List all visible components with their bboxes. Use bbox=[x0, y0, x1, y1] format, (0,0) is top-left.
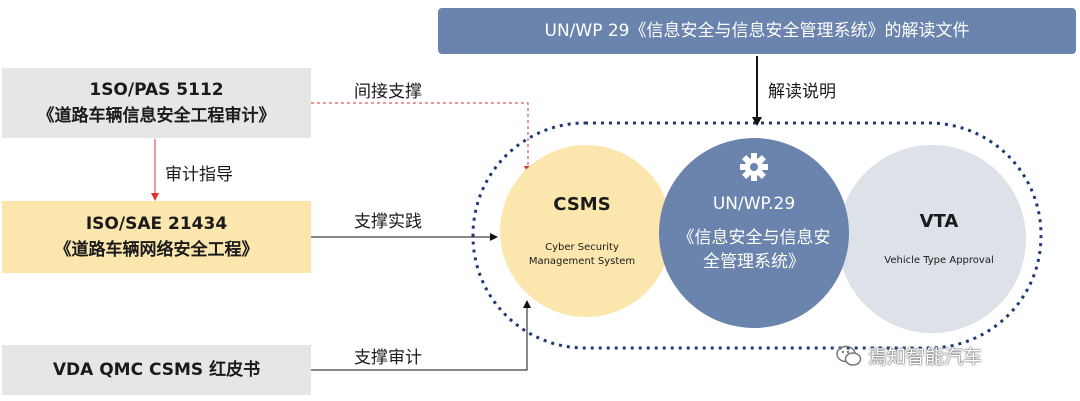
csms-circle: CSMS Cyber Security Management System bbox=[500, 145, 672, 317]
vda-qmc-box: VDA QMC CSMS 红皮书 bbox=[2, 345, 311, 395]
audit-guidance-arrow-head bbox=[151, 193, 159, 201]
vta-title: VTA bbox=[919, 210, 959, 232]
iso-sae-subtitle: 《道路车辆网络安全工程》 bbox=[54, 240, 259, 260]
vta-subtitle: Vehicle Type Approval bbox=[884, 254, 994, 266]
vta-circle: VTA Vehicle Type Approval bbox=[838, 145, 1026, 333]
csms-subtitle: Cyber Security Management System bbox=[528, 241, 636, 267]
watermark-text: 焉知智能汽车 bbox=[868, 346, 983, 368]
support-audit-line bbox=[311, 308, 528, 371]
indirect-support-line bbox=[311, 102, 529, 166]
support-practice-label: 支撑实践 bbox=[354, 212, 422, 232]
unwp-title: UN/WP.29 bbox=[712, 194, 796, 214]
iso-pas-5112-box: 1SO/PAS 5112 《道路车辆信息安全工程审计》 bbox=[2, 68, 311, 138]
csms-title: CSMS bbox=[553, 193, 611, 215]
vda-title: VDA QMC CSMS 红皮书 bbox=[52, 360, 261, 380]
unwp29-interpretation-banner: UN/WP 29《信息安全与信息安全管理系统》的解读文件 bbox=[438, 8, 1076, 54]
scope-container-border bbox=[471, 121, 1043, 350]
iso-sae-21434-box: ISO/SAE 21434 《道路车辆网络安全工程》 bbox=[2, 201, 311, 273]
banner-text: UN/WP 29《信息安全与信息安全管理系统》的解读文件 bbox=[544, 21, 970, 41]
unwp-subtitle: 《信息安全与信息安全管理系统》 bbox=[677, 228, 831, 272]
support-audit-arrow-head bbox=[523, 300, 531, 308]
gear-icon bbox=[740, 153, 768, 181]
iso-pas-subtitle: 《道路车辆信息安全工程审计》 bbox=[37, 106, 276, 126]
audit-guidance-label: 审计指导 bbox=[165, 165, 233, 185]
wechat-icon bbox=[836, 345, 862, 366]
iso-pas-title: 1SO/PAS 5112 bbox=[89, 80, 224, 100]
watermark: 焉知智能汽车 bbox=[836, 342, 982, 369]
interpretation-label: 解读说明 bbox=[768, 82, 836, 102]
support-practice-arrow-head bbox=[490, 233, 498, 241]
indirect-support-label: 间接支撑 bbox=[354, 82, 422, 102]
unwp29-circle: UN/WP.29 《信息安全与信息安全管理系统》 bbox=[659, 138, 849, 328]
support-audit-label: 支撑审计 bbox=[354, 348, 422, 368]
iso-sae-title: ISO/SAE 21434 bbox=[85, 214, 228, 234]
interpretation-arrow-head bbox=[752, 117, 762, 126]
